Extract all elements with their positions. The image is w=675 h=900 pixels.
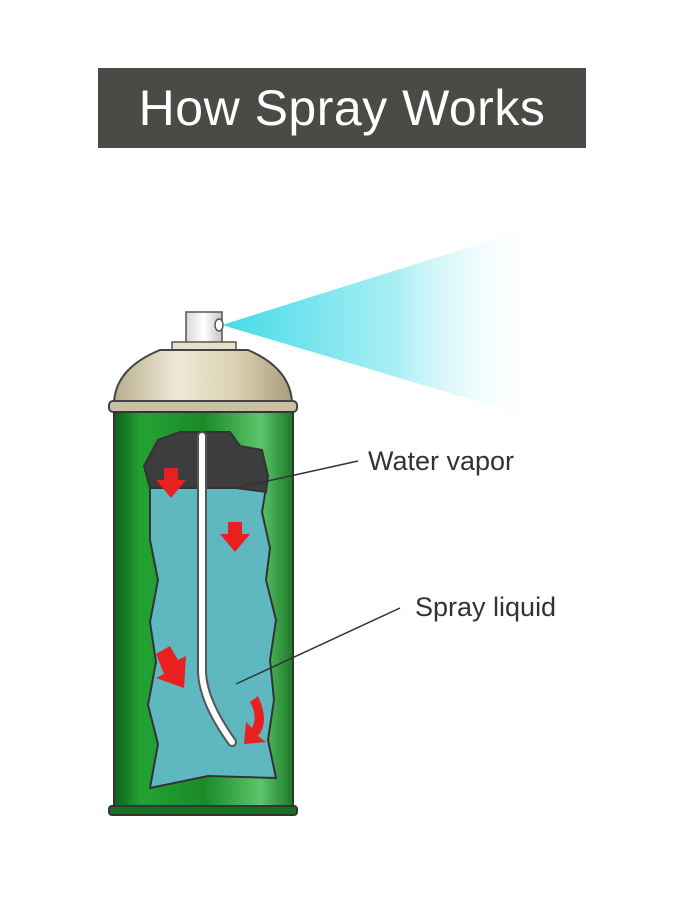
title-banner: How Spray Works (98, 68, 586, 148)
pressure-arrows (156, 468, 266, 744)
diagram-title: How Spray Works (138, 80, 546, 136)
spray-liquid-leader (235, 607, 401, 685)
arrow-icon (156, 468, 186, 498)
nozzle (171, 311, 237, 351)
arrow-icon (220, 522, 250, 552)
spray-mist (222, 225, 540, 420)
water-vapor-leader (235, 460, 359, 489)
arrow-icon (244, 696, 266, 744)
water-vapor-label: Water vapor (368, 446, 514, 476)
spray-liquid-region (146, 475, 278, 790)
can-cap (108, 349, 298, 413)
spray-liquid-label: Spray liquid (415, 592, 556, 622)
arrow-icon (156, 646, 186, 688)
